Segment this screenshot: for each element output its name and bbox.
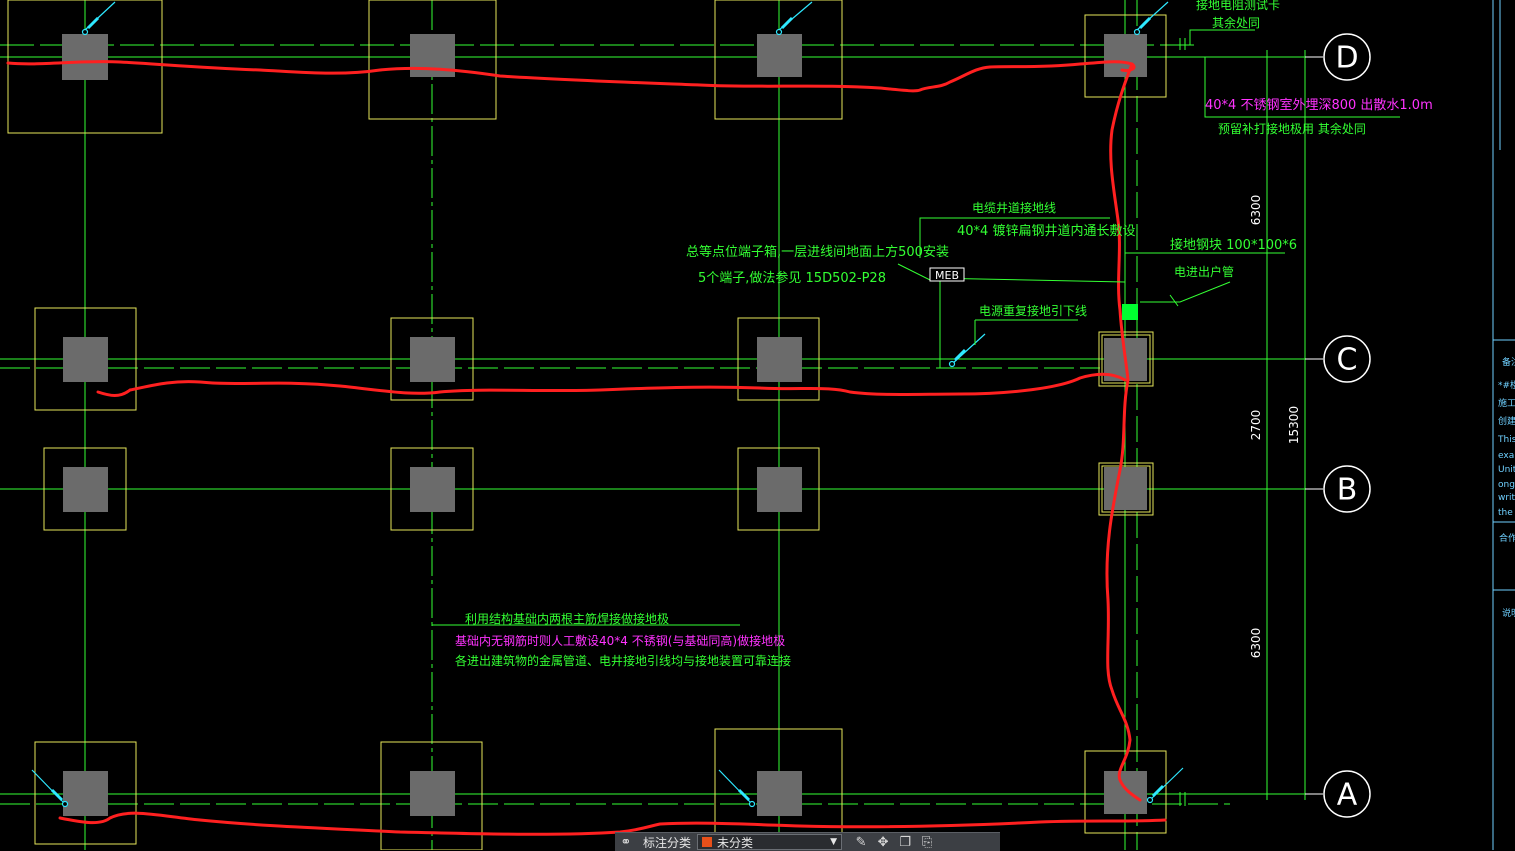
dimension-d-c: 6300 xyxy=(1249,195,1263,226)
foundation-text-1: 利用结构基础内两根主筋焊接做接地极 xyxy=(465,611,669,626)
axis-label-d: D xyxy=(1335,41,1358,76)
side-line-2: 施工 xyxy=(1498,397,1515,409)
stainless-text-1: 40*4 不锈钢室外埋深800 出散水1.0m xyxy=(1205,97,1433,113)
side-line-7: ong xyxy=(1498,480,1515,490)
test-point-text-2: 其余处同 xyxy=(1212,15,1260,30)
title-block-fragment: 备注 *#楼 施工 创建 This exan Unit ong writ the… xyxy=(1497,356,1515,619)
move-icon[interactable]: ✥ xyxy=(877,834,889,850)
meb-text-1: 总等点位端子箱,一层进线间地面上方500安装 xyxy=(686,244,949,260)
edit-icon[interactable]: ✎ xyxy=(855,834,867,850)
axis-bubble-a xyxy=(1323,770,1371,818)
cluster-icon[interactable]: ⚭ xyxy=(620,834,632,850)
axis-bubbles: D C B A xyxy=(1305,33,1371,818)
test-point-text-1: 接地电阻测试卡 xyxy=(1196,0,1280,12)
side-section-2: 合作 xyxy=(1499,532,1515,544)
paste-icon[interactable]: ⎘ xyxy=(921,834,933,850)
axis-bubble-d xyxy=(1323,33,1371,81)
annotation-category-label: 标注分类 xyxy=(643,835,692,850)
columns xyxy=(62,34,1147,816)
grounding-steel-plate xyxy=(1122,304,1138,320)
stainless-text-2: 预留补打接地极用 其余处同 xyxy=(1218,121,1366,136)
category-color-swatch xyxy=(702,837,713,847)
axis-bubble-c xyxy=(1323,335,1371,383)
side-line-3: 创建 xyxy=(1498,415,1515,427)
copy-icon[interactable]: ❐ xyxy=(899,834,911,850)
grounding-markup-lines xyxy=(6,60,1167,836)
annotation-toolbar: ⚭ 标注分类 未分类 ▼ ✎ ✥ ❐ ⎘ xyxy=(615,832,1000,851)
axis-label-b: B xyxy=(1337,473,1358,508)
annotation-texts: 接地电阻测试卡 其余处同 40*4 不锈钢室外埋深800 出散水1.0m 预留补… xyxy=(455,0,1433,668)
side-line-8: writ xyxy=(1498,493,1515,503)
side-title: 备注 xyxy=(1502,356,1515,368)
side-line-1: *#楼 xyxy=(1498,379,1515,391)
dimension-b-a: 6300 xyxy=(1249,628,1263,659)
power-downlead-text: 电源重复接地引下线 xyxy=(979,303,1087,318)
axis-label-c: C xyxy=(1337,343,1358,378)
dimension-c-b: 2700 xyxy=(1249,410,1263,441)
meb-text-2: 5个端子,做法参见 15D502-P28 xyxy=(698,270,886,286)
foundation-text-2: 基础内无钢筋时则人工敷设40*4 不锈钢(与基础同高)做接地极 xyxy=(455,633,785,648)
dimension-total: 15300 xyxy=(1287,406,1301,444)
chevron-down-icon: ▼ xyxy=(830,837,838,847)
axis-label-a: A xyxy=(1337,778,1358,813)
side-line-6: Unit xyxy=(1498,465,1515,475)
axis-bubble-b xyxy=(1323,465,1371,513)
side-section-3: 说明 xyxy=(1502,607,1515,619)
power-pipe-text: 电进出户管 xyxy=(1174,264,1234,279)
footings xyxy=(7,0,1167,850)
grounding-markers xyxy=(31,1,1184,808)
steel-plate-text: 接地钢块 100*100*6 xyxy=(1170,237,1297,253)
meb-terminal-box[interactable]: MEB xyxy=(929,267,965,282)
dimension-texts: 6300 2700 6300 15300 xyxy=(1249,195,1301,659)
leader-lines xyxy=(432,29,1400,806)
foundation-text-3: 各进出建筑物的金属管道、电井接地引线均与接地装置可靠连接 xyxy=(455,653,791,668)
meb-tag: MEB xyxy=(935,269,959,282)
side-line-4: This xyxy=(1497,435,1515,445)
category-select-value: 未分类 xyxy=(717,835,754,850)
cable-well-text-1: 电缆井道接地线 xyxy=(972,200,1056,215)
side-line-9: the xyxy=(1498,508,1513,518)
annotation-category-select[interactable]: 未分类 ▼ xyxy=(697,834,843,850)
cable-well-text-2: 40*4 镀锌扁钢井道内通长敷设 xyxy=(957,223,1135,239)
side-line-5: exan xyxy=(1498,451,1515,461)
